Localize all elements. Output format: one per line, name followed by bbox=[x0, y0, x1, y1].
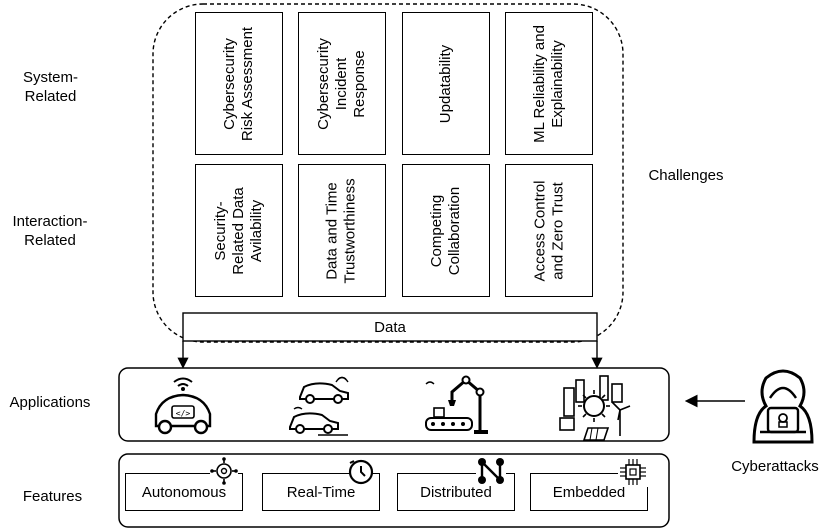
challenge-access-control: Access Control and Zero Trust bbox=[505, 164, 593, 297]
applications-label: Applications bbox=[9, 394, 91, 411]
clock-icon bbox=[348, 459, 374, 485]
gear-chip-icon bbox=[210, 457, 238, 485]
challenge-risk-assessment: Cybersecurity Risk Assessment bbox=[195, 12, 283, 155]
challenge-updatability: Updatability bbox=[402, 12, 490, 155]
feature-embedded: Embedded bbox=[530, 473, 648, 511]
challenge-data-time-trust: Data and Time Trustworthiness bbox=[298, 164, 386, 297]
challenge-data-availability: Security- Related Data Avilability bbox=[195, 164, 283, 297]
challenges-label: Challenges bbox=[648, 167, 724, 184]
interaction-related-label: Interaction- Related bbox=[12, 213, 88, 249]
feature-distributed: Distributed bbox=[397, 473, 515, 511]
challenge-incident-response: Cybersecurity Incident Response bbox=[298, 12, 386, 155]
data-label: Data bbox=[374, 319, 406, 336]
robotic-arm-icon bbox=[425, 375, 488, 434]
smart-grid-icon bbox=[559, 375, 631, 441]
feature-autonomous: Autonomous bbox=[125, 473, 243, 511]
features-label: Features bbox=[22, 488, 83, 505]
microchip-icon bbox=[618, 457, 648, 487]
system-related-label: System- Related bbox=[22, 69, 78, 105]
hacker-icon bbox=[752, 369, 814, 444]
autonomous-car-icon: </> bbox=[154, 377, 212, 435]
challenge-competing-collaboration: Competing Collaboration bbox=[402, 164, 490, 297]
network-nodes-icon bbox=[476, 456, 506, 486]
svg-text:</>: </> bbox=[176, 409, 191, 418]
challenge-ml-reliability: ML Reliability and Explainability bbox=[505, 12, 593, 155]
connected-cars-icon bbox=[289, 376, 349, 436]
cyberattacks-label: Cyberattacks bbox=[731, 458, 819, 475]
